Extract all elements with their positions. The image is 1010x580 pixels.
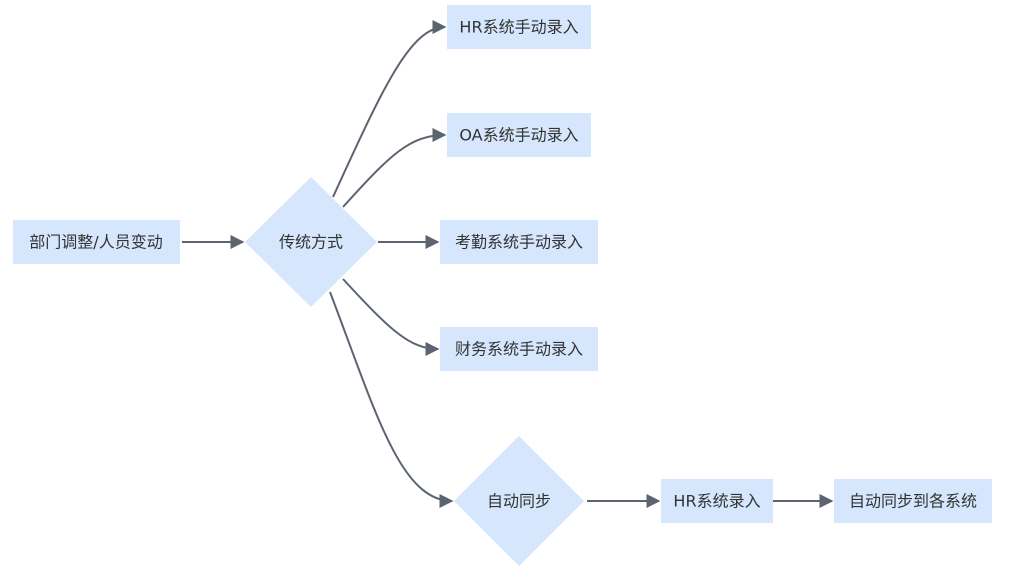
node-hr-entry-label: HR系统录入 bbox=[673, 492, 760, 511]
edges-layer bbox=[182, 20, 834, 508]
node-sync-all-label: 自动同步到各系统 bbox=[849, 492, 977, 511]
node-auto-sync-label: 自动同步 bbox=[487, 492, 551, 511]
edge-traditional-to-auto-sync bbox=[329, 291, 454, 508]
edge-traditional-to-finance-manual bbox=[342, 278, 440, 356]
node-auto-sync[interactable]: 自动同步 bbox=[454, 436, 584, 566]
node-attendance-manual-label: 考勤系统手动录入 bbox=[455, 233, 583, 252]
edge-traditional-to-oa-manual bbox=[342, 128, 447, 208]
node-attendance-manual[interactable]: 考勤系统手动录入 bbox=[440, 220, 598, 264]
node-start-label: 部门调整/人员变动 bbox=[29, 233, 162, 252]
node-hr-entry[interactable]: HR系统录入 bbox=[661, 479, 773, 523]
node-oa-manual-label: OA系统手动录入 bbox=[459, 126, 578, 145]
node-sync-all[interactable]: 自动同步到各系统 bbox=[834, 479, 992, 523]
nodes-layer: 部门调整/人员变动 传统方式 HR系统手动录入 OA系统手动录入 考勤系统手动录… bbox=[13, 5, 992, 566]
node-finance-manual[interactable]: 财务系统手动录入 bbox=[440, 327, 598, 371]
node-finance-manual-label: 财务系统手动录入 bbox=[455, 340, 583, 359]
node-oa-manual[interactable]: OA系统手动录入 bbox=[447, 113, 591, 157]
edge-traditional-to-hr-manual bbox=[332, 20, 447, 198]
node-start[interactable]: 部门调整/人员变动 bbox=[13, 220, 180, 264]
node-hr-manual[interactable]: HR系统手动录入 bbox=[447, 5, 591, 49]
node-hr-manual-label: HR系统手动录入 bbox=[459, 18, 578, 37]
node-traditional[interactable]: 传统方式 bbox=[245, 177, 377, 307]
node-traditional-label: 传统方式 bbox=[279, 233, 343, 252]
